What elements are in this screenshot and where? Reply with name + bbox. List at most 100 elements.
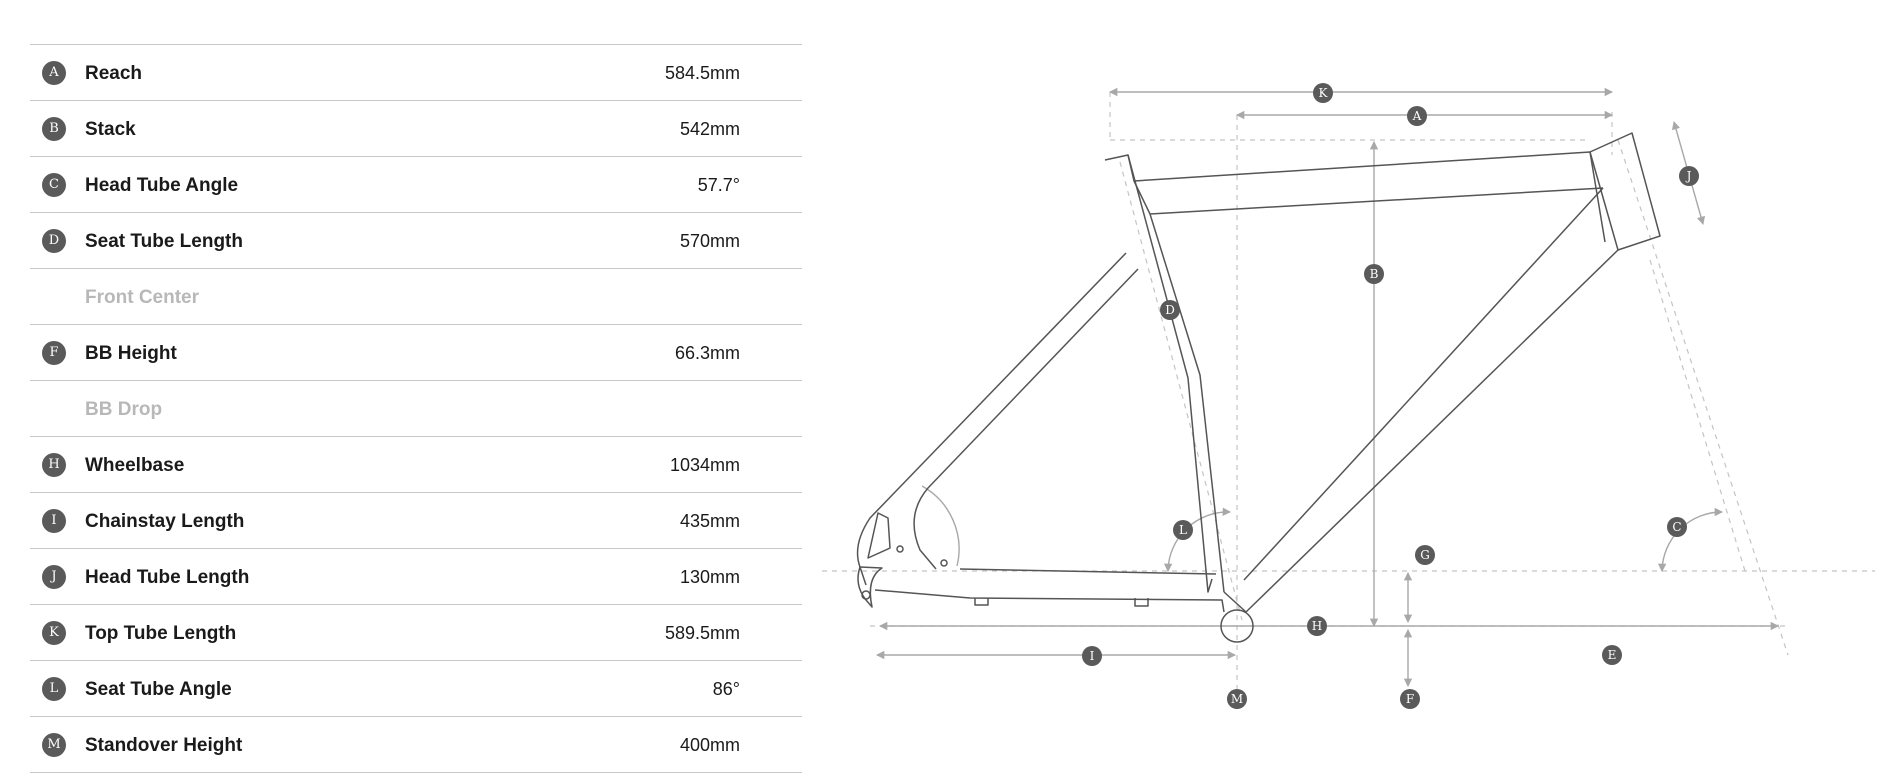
badge-letter: G <box>1420 548 1430 562</box>
badge-letter: I <box>1090 649 1095 663</box>
row-letter-badge: H <box>42 453 66 477</box>
dimension-badge-e: E <box>1602 645 1622 665</box>
row-value: 589.5mm <box>664 623 740 643</box>
row-value: 570mm <box>679 231 740 251</box>
badge-letter: F <box>1406 692 1414 706</box>
badge-letter: C <box>1672 520 1681 534</box>
guide-lines <box>822 92 1875 690</box>
badge-circle <box>1307 616 1327 636</box>
row-letter-badge: A <box>42 61 66 85</box>
badge-letter: K <box>1319 86 1329 100</box>
steering-axis-guide <box>1617 139 1789 656</box>
top-tube <box>1133 151 1606 243</box>
row-label: Chainstay Length <box>85 511 245 532</box>
seatstay-outer <box>856 252 1127 586</box>
row-value: 130mm <box>679 567 740 587</box>
badge-letter: M <box>1231 692 1243 706</box>
row-letter-badge: K <box>42 621 66 645</box>
row-value: 66.3mm <box>674 343 740 363</box>
seatstay-inner <box>913 268 1139 570</box>
row-label: Seat Tube Angle <box>85 679 232 700</box>
badge-letter: H <box>1312 619 1322 633</box>
dimension-badge-j: J <box>1679 166 1699 186</box>
geometry-row-head-tube-angle: C Head Tube Angle 57.7° <box>30 157 802 213</box>
bottom-bracket <box>1220 609 1254 643</box>
seat-tube-axis-guide <box>1119 161 1243 621</box>
row-value: 400mm <box>679 735 740 755</box>
geometry-row-front-center: Front Center <box>30 269 802 325</box>
seat-tube-outer <box>1104 154 1225 593</box>
badge-circle <box>1160 300 1180 320</box>
badge-letter: B <box>1370 267 1379 281</box>
row-letter-badge: F <box>42 341 66 365</box>
row-label: BB Drop <box>85 399 163 420</box>
rear-dropout <box>857 566 883 608</box>
bike-frame-diagram: K A J B D L G C H E I M F <box>822 83 1875 709</box>
geometry-row-seat-tube-angle: L Seat Tube Angle 86° <box>30 661 802 717</box>
down-tube-inner <box>1243 187 1604 581</box>
rear-axle-hole <box>861 590 871 600</box>
row-letter-badge: M <box>42 733 66 757</box>
dimension-badge-i: I <box>1082 646 1102 666</box>
badge-circle <box>1364 264 1384 284</box>
top-tube-inner <box>1149 187 1604 215</box>
row-value: 435mm <box>679 511 740 531</box>
row-value: 57.7° <box>697 175 740 195</box>
geometry-row-standover-height: M Standover Height 400mm <box>30 717 802 773</box>
row-label: Standover Height <box>85 735 243 756</box>
kickstand-tab <box>1134 598 1149 607</box>
geometry-row-seat-tube-length: D Seat Tube Length 570mm <box>30 213 802 269</box>
seat-tube-inner <box>1127 154 1213 593</box>
seatstay-angle-arc <box>921 485 960 567</box>
geometry-row-reach: A Reach 584.5mm <box>30 45 802 101</box>
row-label: Wheelbase <box>85 455 185 476</box>
chainstay-lower <box>874 589 1225 613</box>
badge-letter: D <box>1165 303 1175 317</box>
geometry-row-chainstay-length: I Chainstay Length 435mm <box>30 493 802 549</box>
dimension-lines <box>875 87 1780 688</box>
dimension-badge-h: H <box>1307 616 1327 636</box>
geometry-row-head-tube-length: J Head Tube Length 130mm <box>30 549 802 605</box>
row-label: Top Tube Length <box>85 623 237 644</box>
brake-mount-hole-2 <box>940 559 948 567</box>
row-value: 1034mm <box>669 455 740 475</box>
dimension-badge-f: F <box>1400 689 1420 709</box>
geometry-row-top-tube-length: K Top Tube Length 589.5mm <box>30 605 802 661</box>
badge-letter: J <box>1685 169 1692 183</box>
badge-letter: L <box>1179 523 1187 537</box>
row-label: Seat Tube Length <box>85 231 243 252</box>
row-letter-badge: L <box>42 677 66 701</box>
geometry-row-bb-height: F BB Height 66.3mm <box>30 325 802 381</box>
badge-circle <box>1407 106 1427 126</box>
dimension-badge-k: K <box>1313 83 1333 103</box>
row-letter-badge: D <box>42 229 66 253</box>
badge-circle <box>1082 646 1102 666</box>
badge-letter: E <box>1608 648 1617 662</box>
row-letter-badge: J <box>42 565 66 589</box>
geometry-table: A Reach 584.5mm B Stack 542mm C Head Tub… <box>30 44 802 773</box>
row-letter-badge: I <box>42 509 66 533</box>
frame-outline <box>856 132 1661 643</box>
dimension-badge-d: D <box>1160 300 1180 320</box>
row-value: 86° <box>712 679 740 699</box>
row-value: 584.5mm <box>664 63 740 83</box>
row-letter-badge: B <box>42 117 66 141</box>
badge-circle <box>1679 166 1699 186</box>
row-label: Stack <box>85 119 136 140</box>
head-tube <box>1589 132 1661 251</box>
dimension-badge-m: M <box>1227 689 1247 709</box>
geometry-row-stack: B Stack 542mm <box>30 101 802 157</box>
badge-circle <box>1602 645 1622 665</box>
row-label: Reach <box>85 63 143 84</box>
geometry-row-bb-drop: BB Drop <box>30 381 802 437</box>
row-value: 542mm <box>679 119 740 139</box>
row-letter-badge: C <box>42 173 66 197</box>
geometry-row-wheelbase: H Wheelbase 1034mm <box>30 437 802 493</box>
badge-circle <box>1400 689 1420 709</box>
row-label: Head Tube Length <box>85 567 250 588</box>
row-label: Front Center <box>85 287 199 308</box>
fork-offset-guide <box>1649 259 1746 572</box>
chainstay-bridge-tab <box>974 598 989 606</box>
dropout-window <box>867 512 891 559</box>
brake-mount-hole <box>896 545 904 553</box>
